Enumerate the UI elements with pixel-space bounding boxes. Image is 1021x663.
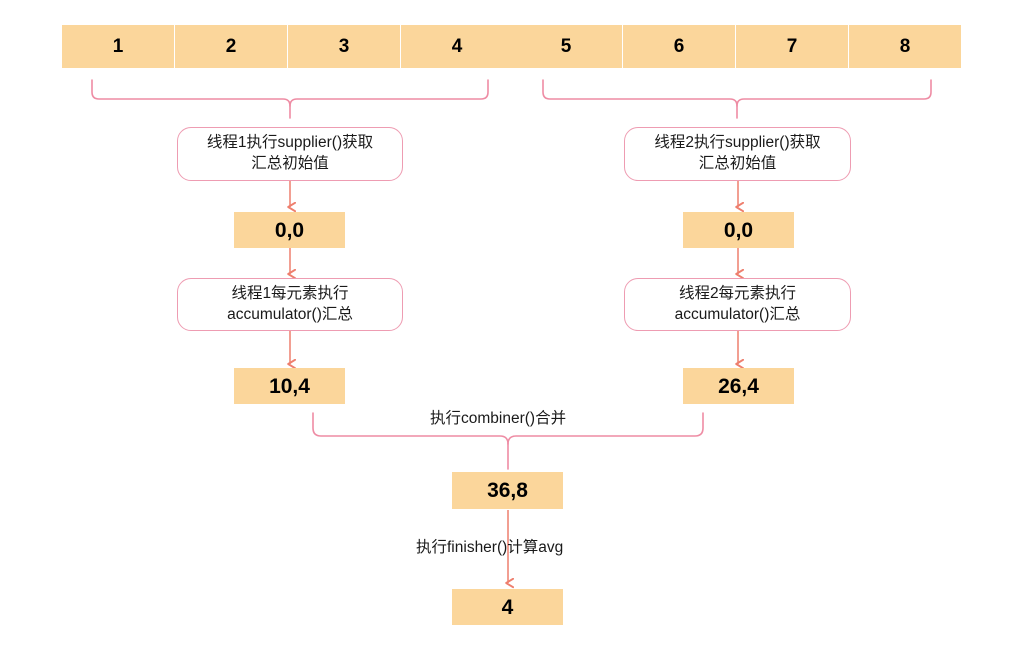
supplier-line2-thread-2: 汇总初始值 [698,155,777,172]
accumulator-line2-thread-2: accumulator()汇总 [674,305,801,323]
stream-cell-1[interactable]: 1 [62,25,174,68]
combiner-label: 执行combiner()合并 [430,410,567,427]
supplier-line1-thread-2: 线程2执行supplier()获取 [654,134,821,152]
accumulator-label-thread-1: 线程1每元素执行 accumulator()汇总 [227,284,353,326]
partial-result-thread-2: 26,4 [683,368,794,404]
accumulator-line2-thread-1: accumulator()汇总 [227,305,353,323]
accumulator-line1-thread-1: 线程1每元素执行 [231,284,349,302]
combined-result: 36,8 [452,472,563,509]
accumulator-line1-thread-2: 线程2每元素执行 [678,284,797,302]
supplier-box-thread-1[interactable]: 线程1执行supplier()获取 汇总初始值 [177,127,403,181]
stream-cell-7[interactable]: 7 [736,25,848,68]
partial-result-thread-1: 10,4 [234,368,345,404]
accumulator-box-thread-2[interactable]: 线程2每元素执行 accumulator()汇总 [624,278,851,331]
stream-cell-6[interactable]: 6 [623,25,735,68]
supplier-line2-thread-1: 汇总初始值 [251,155,329,172]
initial-value-thread-2: 0,0 [683,212,794,248]
finisher-label: 执行finisher()计算avg [416,539,564,556]
initial-value-thread-1: 0,0 [234,212,345,248]
accumulator-box-thread-1[interactable]: 线程1每元素执行 accumulator()汇总 [177,278,403,331]
supplier-line1-thread-1: 线程1执行supplier()获取 [206,134,374,152]
supplier-label-thread-1: 线程1执行supplier()获取 汇总初始值 [207,133,373,175]
brace-thread-2 [542,79,932,119]
stream-cell-8[interactable]: 8 [849,25,961,68]
stream-cell-4[interactable]: 4 [401,25,513,68]
final-result: 4 [452,589,563,625]
supplier-label-thread-2: 线程2执行supplier()获取 汇总初始值 [654,133,820,175]
brace-thread-1 [91,79,489,119]
stream-cell-5[interactable]: 5 [510,25,622,68]
supplier-box-thread-2[interactable]: 线程2执行supplier()获取 汇总初始值 [624,127,851,181]
stream-cell-3[interactable]: 3 [288,25,400,68]
accumulator-label-thread-2: 线程2每元素执行 accumulator()汇总 [675,284,801,326]
stream-cell-2[interactable]: 2 [175,25,287,68]
